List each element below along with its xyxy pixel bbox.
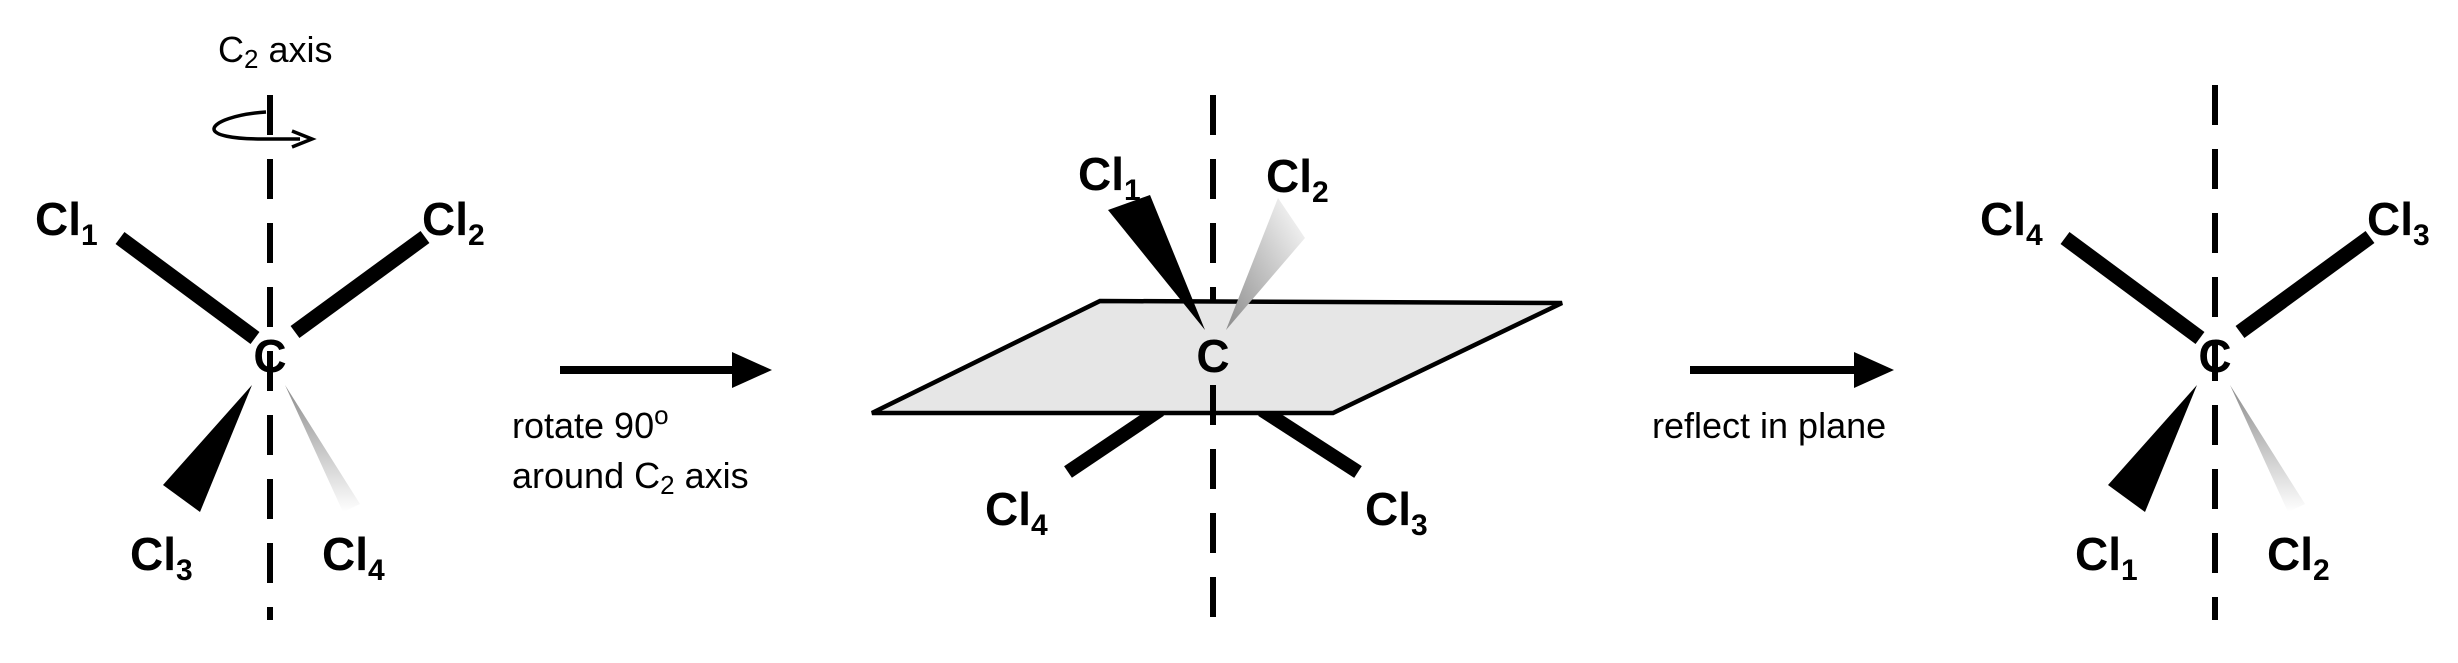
cl-label-upper-left-middle: Cl1: [1078, 148, 1141, 207]
bond-c-cl2-left: [290, 230, 430, 339]
arrow1-caption-line2: around C2 axis: [512, 455, 749, 500]
cl-label-upper-right-middle: Cl2: [1266, 150, 1329, 209]
bond-c-cl4-middle: [1064, 404, 1164, 478]
arrow-head-1-icon: [732, 352, 772, 388]
rotation-arrow-icon: [212, 110, 317, 149]
bond-c-cl3-right: [2235, 230, 2375, 339]
cl-label-lower-left-middle: Cl4: [985, 483, 1048, 542]
cl-label-upper-right-left: Cl2: [422, 193, 485, 252]
cl-label-lower-left-left: Cl3: [130, 528, 193, 587]
arrow1-caption-line1: rotate 90o: [512, 400, 669, 446]
arrow-rotate: rotate 90o around C2 axis: [512, 352, 772, 500]
carbon-right: C: [2198, 330, 2231, 382]
mirror-plane: [871, 298, 1563, 416]
cl-label-lower-right-left: Cl4: [322, 528, 385, 587]
hash-bond-cl4-left: [285, 385, 360, 512]
carbon-middle: C: [1196, 330, 1229, 382]
bond-c-cl1-left: [115, 231, 260, 345]
cl-label-upper-right-right: Cl3: [2367, 193, 2430, 252]
arrow2-caption: reflect in plane: [1652, 405, 1886, 446]
arrow-head-2-icon: [1854, 352, 1894, 388]
bond-c-cl4-right: [2060, 231, 2205, 345]
hash-bond-cl2-middle: [1226, 198, 1305, 330]
c2-axis-label: C2 axis: [218, 29, 333, 74]
wedge-bond-cl1-middle: [1108, 195, 1205, 330]
cl-label-upper-left-right: Cl4: [1980, 193, 2043, 252]
cl-label-lower-right-right: Cl2: [2267, 528, 2330, 587]
wedge-bond-cl1-right: [2108, 385, 2197, 512]
wedge-bond-cl3-left: [163, 385, 252, 512]
hash-bond-cl2-right: [2230, 385, 2305, 512]
cl-label-upper-left-left: Cl1: [35, 193, 98, 252]
molecule-middle: C Cl1 Cl2 Cl4 Cl3: [871, 95, 1563, 630]
arrow-reflect: reflect in plane: [1652, 352, 1894, 446]
molecule-left: C2 axis C Cl1 Cl2 Cl3 Cl4: [35, 29, 485, 620]
bond-c-cl3-middle: [1258, 404, 1362, 478]
cl-label-lower-right-middle: Cl3: [1365, 483, 1428, 542]
cl-label-lower-left-right: Cl1: [2075, 528, 2138, 587]
carbon-left: C: [253, 330, 286, 382]
molecule-right: C Cl4 Cl3 Cl1 Cl2: [1980, 85, 2430, 620]
